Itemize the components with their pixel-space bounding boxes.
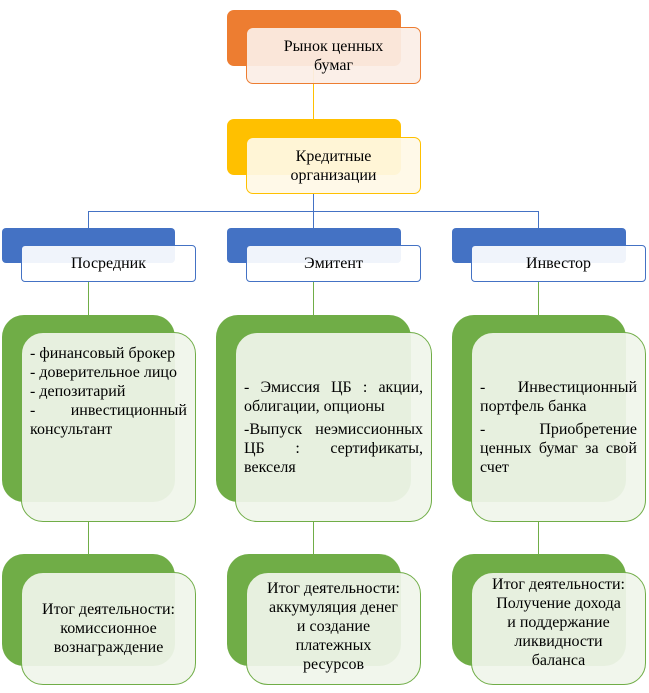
connector-level1-down	[313, 194, 314, 211]
investor-result-node: Итог деятельности: Получение дохода и по…	[471, 572, 646, 685]
investor-result-line: баланса	[531, 652, 586, 669]
emitent-item: - Эмиссия ЦБ : акции, облигации, опционы	[244, 378, 423, 415]
connector-investor-items-to-result	[538, 522, 539, 555]
emitent-result-line: аккумуляция денег	[269, 599, 398, 616]
level1-node-line-2: организации	[290, 166, 377, 184]
posrednik-items-node: - финансовый брокер - доверительное лицо…	[21, 332, 196, 522]
connector-to-emitent	[313, 211, 314, 229]
investor-item: - Инвестиционный портфель банка	[480, 378, 637, 415]
posrednik-item: - финансовый брокер	[30, 345, 176, 362]
connector-posrednik-to-items	[88, 282, 89, 316]
level1-node-line-1: Кредитные	[295, 147, 372, 165]
level1-node: Кредитные организации	[246, 137, 421, 194]
posrednik-result-line: Итог деятельности:	[42, 601, 175, 618]
investor-result-line: Получение дохода	[496, 595, 621, 612]
emitent-items-node: - Эмиссия ЦБ : акции, облигации, опционы…	[235, 332, 432, 522]
investor-items-node: - Инвестиционный портфель банка - Приобр…	[471, 332, 646, 522]
connector-to-investor	[538, 211, 539, 229]
emitent-result-line: и создание	[296, 618, 371, 635]
posrednik-label: Посредник	[71, 255, 146, 272]
emitent-result-line: ресурсов	[302, 656, 365, 673]
investor-result-line: и поддержание	[507, 614, 610, 631]
investor-result-line: ликвидности	[514, 633, 603, 650]
posrednik-result-line: вознаграждение	[53, 639, 164, 656]
emitent-result-node: Итог деятельности: аккумуляция денег и с…	[246, 572, 421, 685]
root-node-line-2: бумаг	[314, 56, 353, 74]
connector-to-posrednik	[88, 211, 89, 229]
emitent-node: Эмитент	[246, 245, 421, 282]
posrednik-node: Посредник	[21, 245, 196, 282]
posrednik-item: - доверительное лицо	[30, 364, 177, 381]
emitent-result-line: Итог деятельности:	[267, 580, 400, 597]
emitent-label: Эмитент	[304, 255, 363, 272]
posrednik-result-node: Итог деятельности: комиссионное вознагра…	[21, 572, 196, 685]
investor-result-line: Итог деятельности:	[492, 576, 625, 593]
investor-label: Инвестор	[526, 255, 591, 272]
posrednik-item: - инвестиционный консультант	[30, 402, 187, 438]
connector-emitent-items-to-result	[313, 522, 314, 555]
root-node: Рынок ценных бумаг	[246, 27, 421, 84]
connector-emitent-to-items	[313, 282, 314, 316]
root-node-line-1: Рынок ценных	[283, 37, 384, 55]
investor-item: - Приобретение ценных бумаг за свой счет	[480, 420, 637, 476]
emitent-item: -Выпуск неэмиссионных ЦБ : сертификаты, …	[244, 420, 423, 476]
connector-posrednik-items-to-result	[88, 522, 89, 555]
posrednik-result-line: комиссионное	[60, 620, 157, 637]
connector-root-to-level1	[313, 67, 314, 121]
investor-node: Инвестор	[471, 245, 646, 282]
posrednik-item: - депозитарий	[30, 383, 126, 400]
emitent-result-line: платежных	[295, 637, 372, 654]
connector-investor-to-items	[538, 282, 539, 316]
